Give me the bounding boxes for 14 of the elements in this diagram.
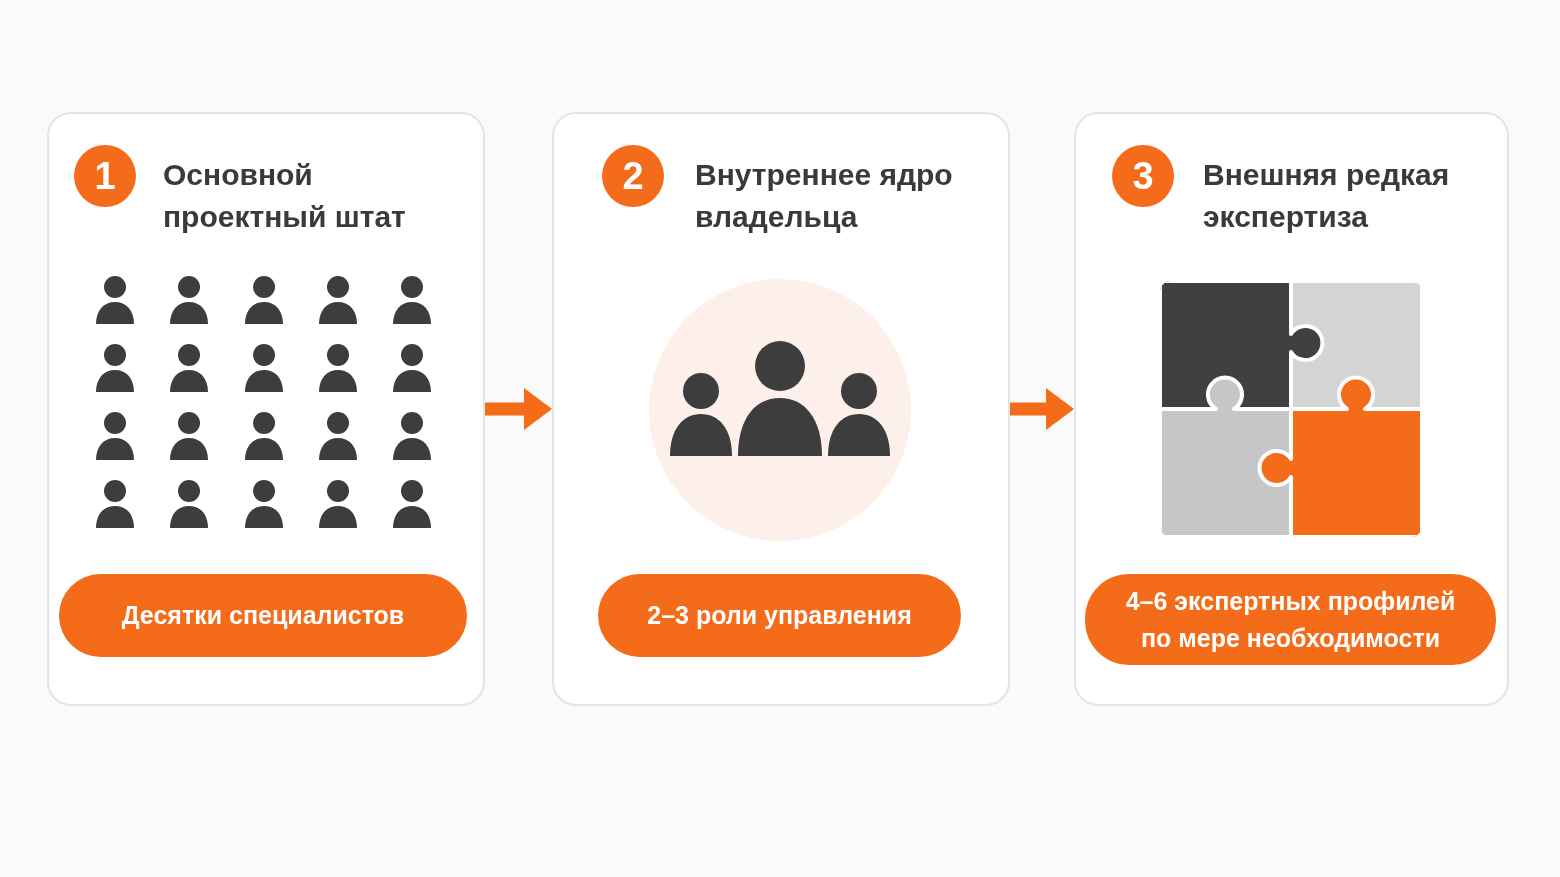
card-heading: Внешняя редкая экспертиза [1203, 157, 1451, 235]
step-card [552, 112, 1010, 706]
summary-tag: 2–3 роли управления [598, 574, 961, 657]
flow-arrow [1010, 388, 1074, 430]
step-number: 1 [74, 145, 136, 207]
step-number: 2 [602, 145, 664, 207]
step-card [1074, 112, 1509, 706]
summary-tag: Десятки специалистов [59, 574, 467, 657]
flow-arrow [485, 388, 552, 430]
step-card [47, 112, 485, 706]
card-heading: Внутреннее ядро владельца [695, 157, 954, 235]
summary-tag: 4–6 экспертных профилей по мере необходимости [1085, 574, 1496, 665]
card-heading: Основной проектный штат [163, 157, 407, 235]
step-number: 3 [1112, 145, 1174, 207]
